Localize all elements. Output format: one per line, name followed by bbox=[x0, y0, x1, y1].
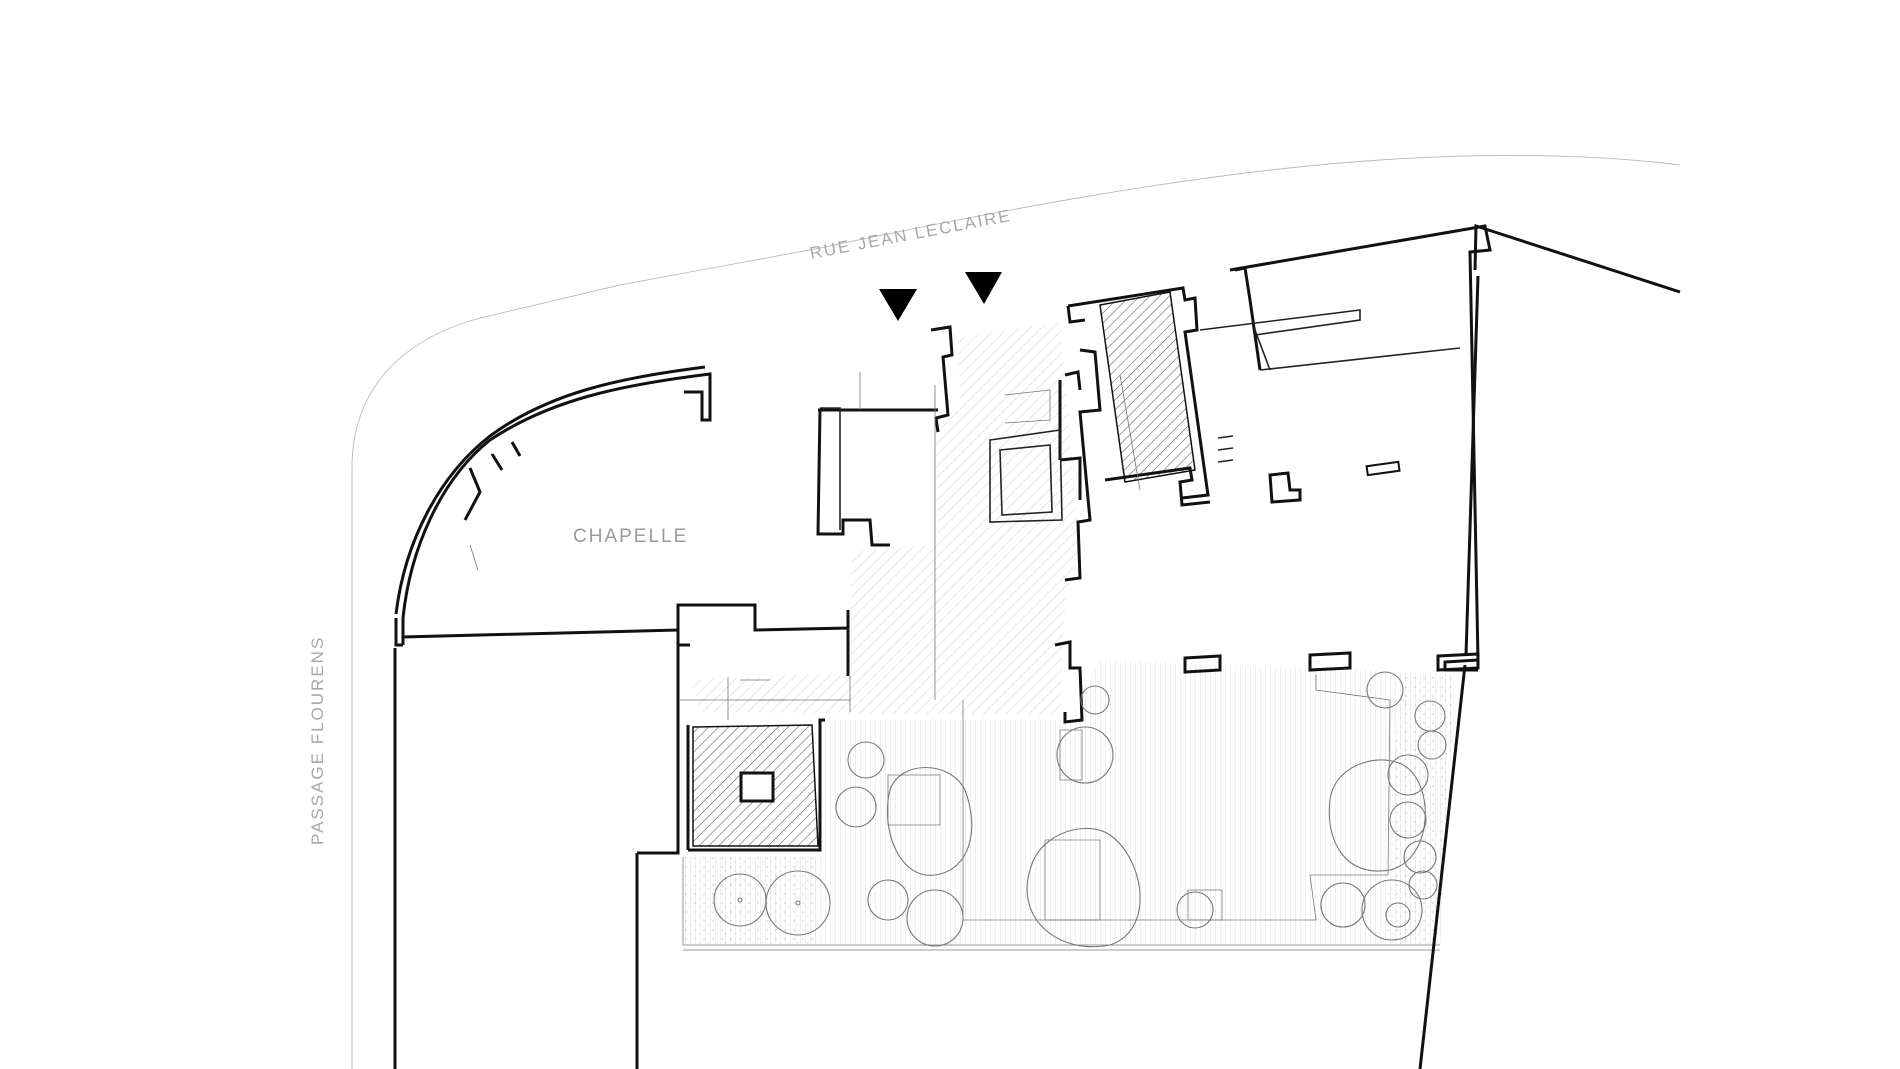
trees bbox=[713, 671, 1447, 948]
street-label-top: RUE JEAN LECLAIRE bbox=[808, 206, 1013, 263]
garden bbox=[682, 660, 1455, 951]
entrance-arrow-icon bbox=[879, 289, 917, 321]
street-outline bbox=[351, 154, 1681, 1069]
circulation-hatch bbox=[690, 322, 1080, 715]
entrance-arrow-icon bbox=[965, 272, 1002, 304]
interior-lines bbox=[680, 309, 1461, 720]
street-label-left: PASSAGE FLOURENS bbox=[308, 636, 327, 845]
fixtures bbox=[463, 435, 1401, 701]
walls bbox=[393, 223, 1681, 1069]
dark-hatch bbox=[692, 291, 1196, 847]
room-label-chapelle: CHAPELLE bbox=[573, 526, 688, 547]
entrance-markers bbox=[879, 272, 1002, 321]
